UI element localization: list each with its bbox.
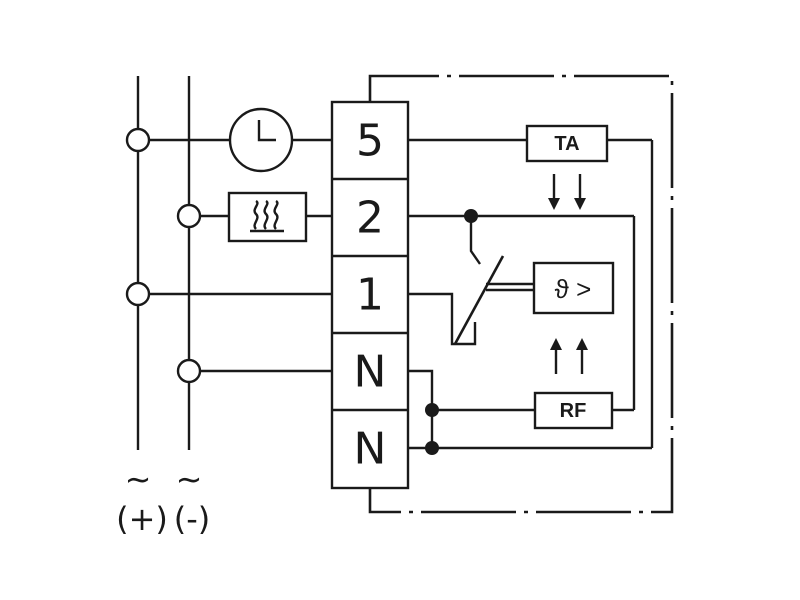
terminal-2-label: 2: [356, 193, 384, 244]
sensor-symbol: ϑ >: [555, 274, 592, 304]
internal-wiring: [408, 138, 654, 450]
junction-dot: [425, 441, 439, 455]
tilde-left: ~: [125, 460, 152, 498]
clock-icon: [228, 107, 294, 173]
supply-legend: ~ ~ (+) (-): [116, 460, 210, 538]
junction-dot: [464, 209, 478, 223]
terminal-5-label: 5: [356, 116, 384, 167]
terminal-n2-label: N: [354, 424, 387, 475]
tilde-right: ~: [176, 460, 203, 498]
heater-icon: [227, 191, 308, 243]
switch-contact: [453, 255, 505, 345]
heat-arrows-up: [550, 338, 588, 374]
terminal-block: 5 2 1 N N: [330, 100, 410, 490]
rf-element: RF: [533, 391, 614, 430]
rf-label: RF: [560, 400, 587, 422]
terminal-n1-label: N: [354, 347, 387, 398]
junction-dots: [425, 209, 478, 455]
temperature-sensor: ϑ >: [532, 261, 615, 315]
heat-arrows-down: [548, 174, 586, 210]
plus-label: (+): [116, 500, 168, 538]
junction-dot: [425, 403, 439, 417]
bus-connection-points: [125, 127, 202, 384]
housing-enclosure: [368, 74, 674, 514]
minus-label: (-): [174, 500, 211, 538]
junction-circle: [125, 281, 151, 307]
input-wiring: [150, 138, 332, 373]
terminal-1-label: 1: [356, 270, 384, 321]
junction-circle: [176, 203, 202, 229]
ta-label: TA: [554, 133, 579, 155]
junction-circle: [125, 127, 151, 153]
junction-circle: [176, 358, 202, 384]
ta-element: TA: [525, 124, 609, 163]
